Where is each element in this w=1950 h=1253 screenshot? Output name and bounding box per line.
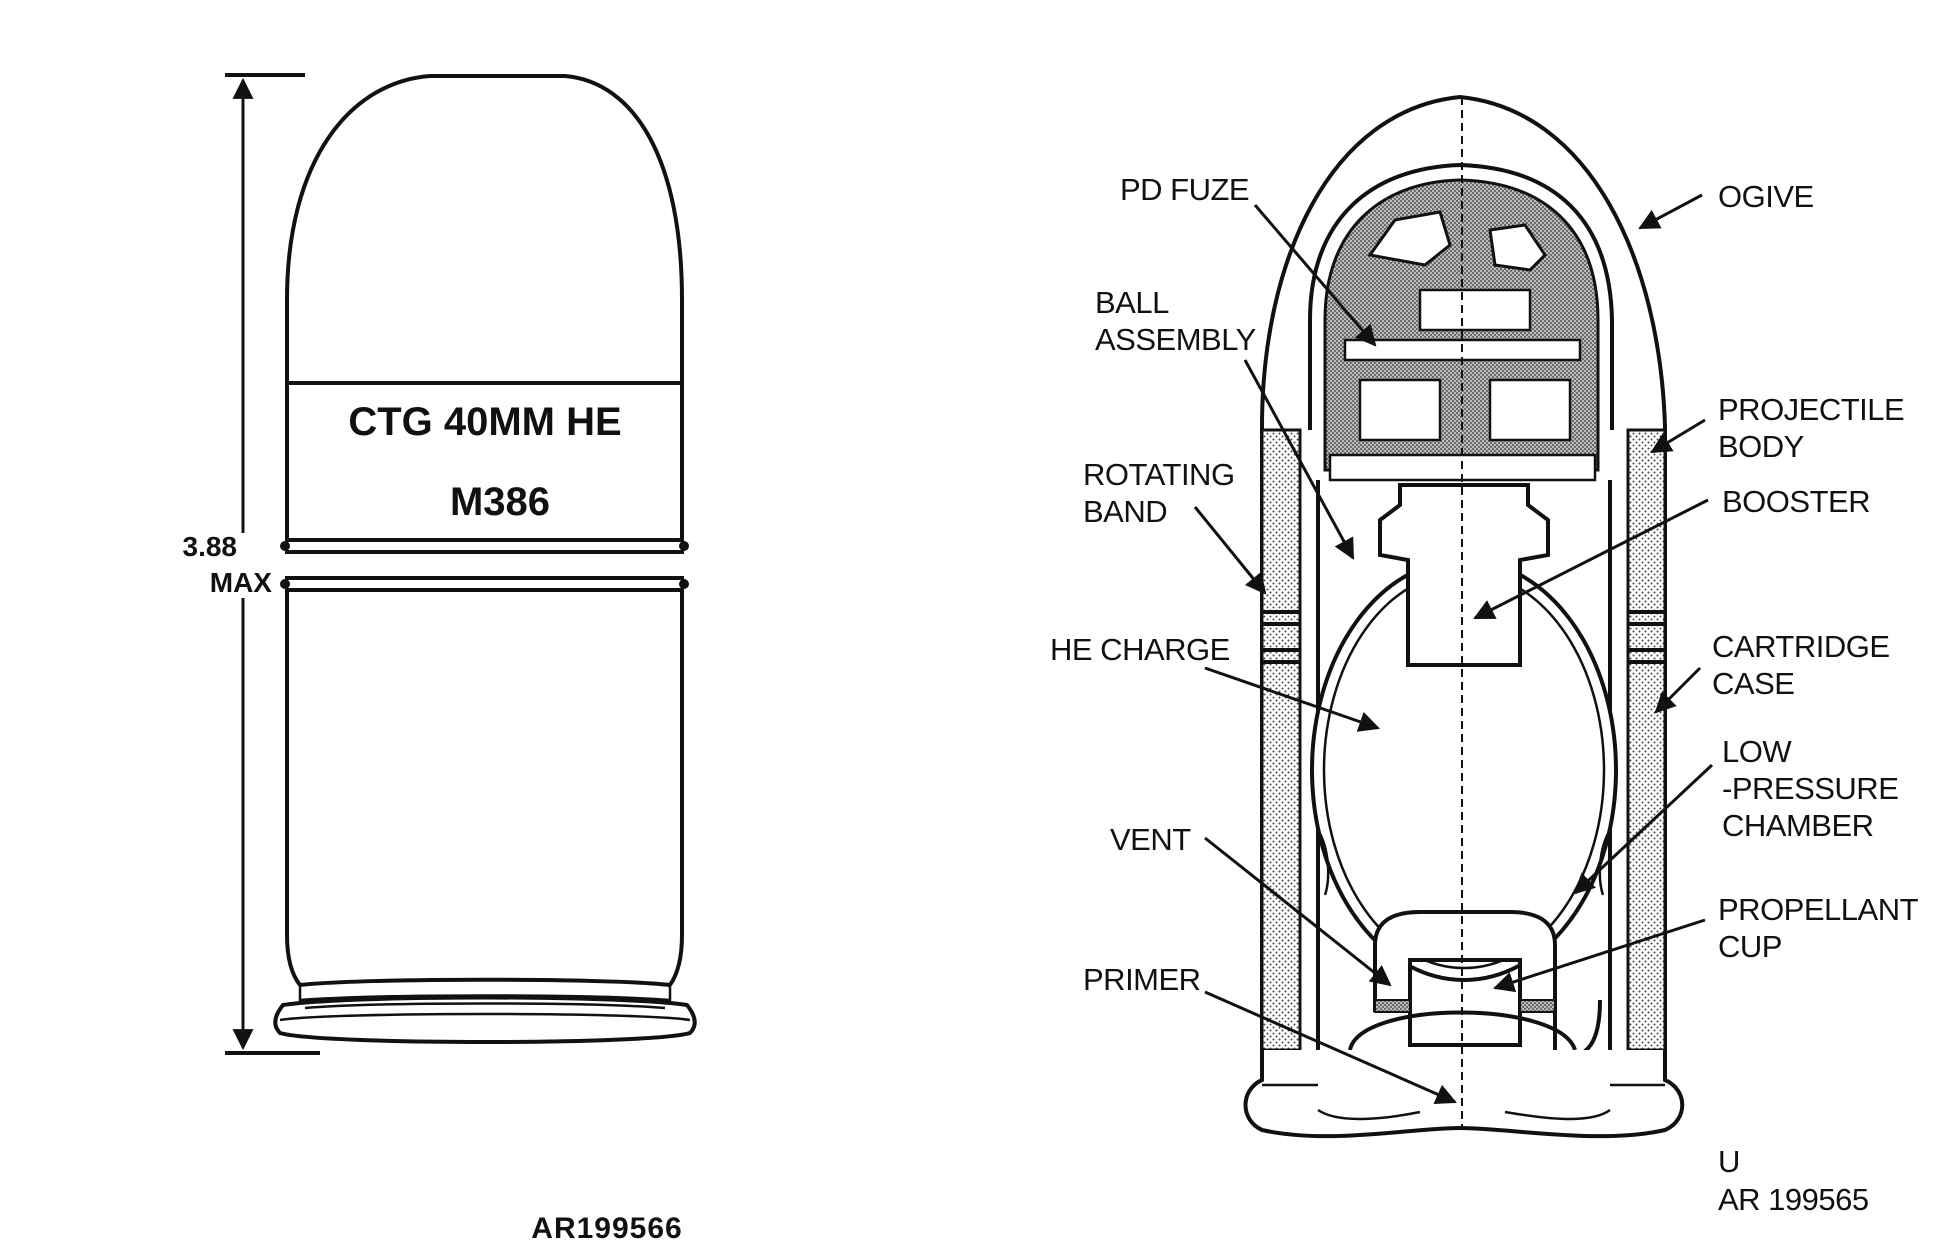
dimension-value: 3.88	[183, 531, 238, 562]
label-propellant-cup-1: PROPELLANT	[1718, 892, 1919, 927]
label-pd-fuze: PD FUZE	[1120, 172, 1249, 207]
label-propellant-cup-2: CUP	[1718, 929, 1782, 964]
label-ball-assembly-1: BALL	[1095, 285, 1169, 320]
label-low-pressure-1: LOW	[1722, 734, 1792, 769]
label-primer: PRIMER	[1083, 962, 1201, 997]
cartridge-case	[285, 590, 684, 987]
label-vent: VENT	[1110, 822, 1191, 857]
label-low-pressure-2: -PRESSURE	[1722, 771, 1898, 806]
label-projectile-body-2: BODY	[1718, 429, 1804, 464]
label-rotating-band-2: BAND	[1083, 494, 1167, 529]
label-projectile-body-1: PROJECTILE	[1718, 392, 1904, 427]
band-text-designation: CTG 40MM HE	[348, 400, 621, 444]
marking-band	[285, 381, 684, 540]
label-he-charge: HE CHARGE	[1050, 632, 1230, 667]
label-low-pressure-3: CHAMBER	[1722, 808, 1874, 843]
projectile-nose	[285, 74, 684, 383]
label-booster: BOOSTER	[1722, 484, 1870, 519]
label-cartridge-case-1: CARTRIDGE	[1712, 629, 1890, 664]
cartridge-cross-section: PD FUZE BALL ASSEMBLY ROTATING BAND HE C…	[1050, 94, 1919, 1217]
cartridge-exterior-view: CTG 40MM HE M386 3.88 MAX AR199566	[183, 74, 697, 1245]
propellant-cup	[1373, 910, 1557, 1012]
dimension-note: MAX	[210, 567, 273, 598]
cartridge-base	[1243, 1050, 1685, 1139]
cartridge-case-wall-left	[1260, 428, 1302, 1052]
ogive	[1260, 94, 1667, 428]
cartridge-rim	[273, 995, 697, 1044]
label-ogive: OGIVE	[1718, 179, 1814, 214]
classification-mark: U	[1718, 1144, 1740, 1179]
band-text-model: M386	[450, 480, 550, 524]
figure-id-left: AR199566	[531, 1212, 682, 1245]
label-cartridge-case-2: CASE	[1712, 666, 1794, 701]
label-rotating-band-1: ROTATING	[1083, 457, 1235, 492]
booster	[1378, 483, 1550, 667]
figure-id-right: AR 199565	[1718, 1182, 1869, 1217]
label-ball-assembly-2: ASSEMBLY	[1095, 322, 1256, 357]
